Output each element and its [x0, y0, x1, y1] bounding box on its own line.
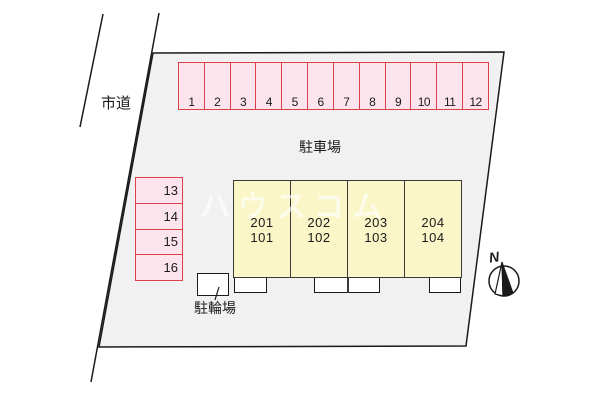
parking-space-14: 14: [136, 202, 182, 229]
parking-space-number: 7: [343, 95, 350, 109]
parking-space-1: 1: [179, 63, 204, 109]
parking-space-number: 4: [265, 95, 273, 109]
parking-space-13: 13: [136, 178, 182, 203]
bicycle-parking-box: [197, 273, 229, 296]
parking-space-10: 10: [410, 63, 436, 109]
parking-space-number: 13: [163, 182, 178, 198]
unit-number-lower: 103: [364, 230, 388, 245]
parking-lot-label: 駐車場: [299, 139, 341, 155]
compass-icon: [488, 261, 520, 297]
parking-space-number: 2: [214, 95, 221, 109]
parking-space-number: 6: [317, 95, 324, 109]
road-label: 市道: [100, 95, 131, 112]
parking-space-number: 16: [163, 260, 178, 276]
parking-space-8: 8: [358, 63, 385, 109]
parking-space-number: 5: [291, 95, 299, 109]
parking-space-number: 1: [188, 95, 195, 109]
parking-space-number: 15: [163, 234, 178, 250]
parking-space-11: 11: [436, 63, 462, 109]
parking-space-number: 12: [469, 95, 482, 109]
parking-space-6: 6: [307, 63, 333, 109]
parking-side-column: 13 14 15 16: [135, 177, 183, 281]
parking-space-3: 3: [229, 63, 256, 109]
parking-space-2: 2: [203, 63, 230, 109]
unit-number-lower: 101: [250, 230, 274, 245]
parking-space-7: 7: [332, 63, 359, 109]
parking-space-5: 5: [281, 63, 307, 109]
unit-number-upper: 204: [421, 215, 445, 230]
parking-space-number: 3: [239, 95, 247, 109]
north-label: N: [487, 248, 501, 266]
parking-space-15: 15: [136, 228, 182, 255]
parking-space-number: 14: [163, 208, 178, 224]
parking-space-9: 9: [384, 63, 411, 109]
parking-space-number: 11: [443, 95, 456, 109]
watermark-text: ハウスコム: [200, 191, 390, 224]
unit-number-lower: 104: [421, 230, 445, 245]
unit-number-lower: 102: [307, 230, 331, 245]
porch-unit-204: [429, 277, 461, 293]
porch-divider-line: [347, 277, 349, 293]
porch-unit-201: [234, 277, 267, 293]
parking-space-number: 10: [417, 95, 431, 109]
parking-space-12: 12: [462, 63, 488, 109]
bicycle-parking-label: 駐輪場: [194, 300, 236, 316]
parking-space-number: 8: [369, 95, 376, 109]
parking-space-number: 9: [394, 95, 402, 109]
parking-space-16: 16: [136, 254, 182, 280]
parking-space-4: 4: [255, 63, 281, 109]
